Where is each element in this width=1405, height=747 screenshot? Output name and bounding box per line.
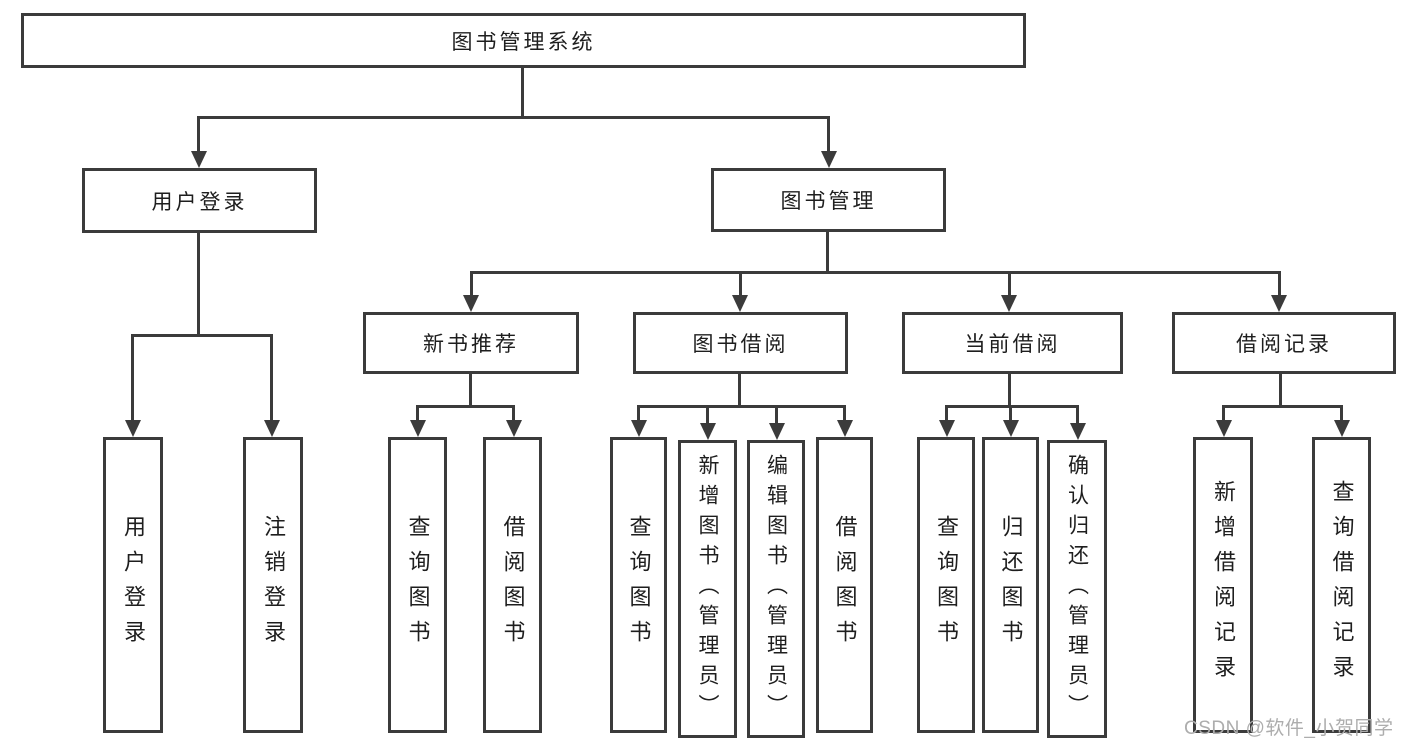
leaf-return-book: 归还图书: [982, 437, 1039, 733]
node-label: 编辑图书（管理员）: [764, 454, 788, 724]
arrow-down-icon: [769, 423, 785, 440]
connector-line: [738, 374, 741, 407]
leaf-borrow-books: 借阅图书: [483, 437, 542, 733]
arrow-down-icon: [700, 423, 716, 440]
leaf-confirm-return-admin: 确认归还（管理员）: [1047, 440, 1107, 738]
connector-line: [775, 405, 778, 425]
arrow-down-icon: [1001, 295, 1017, 312]
connector-line: [1222, 405, 1343, 408]
arrow-down-icon: [1003, 420, 1019, 437]
node-label: 查询图书: [626, 515, 652, 655]
connector-line: [197, 116, 200, 153]
connector-line: [416, 405, 515, 408]
node-label: 图书借阅: [692, 333, 789, 356]
node-label: 新增图书（管理员）: [696, 454, 719, 724]
arrow-down-icon: [125, 420, 141, 437]
arrow-down-icon: [837, 420, 853, 437]
connector-line: [469, 374, 472, 407]
node-new-book-recommend: 新书推荐: [363, 312, 579, 374]
connector-line: [1076, 405, 1079, 425]
arrow-down-icon: [191, 151, 207, 168]
node-label: 查询借阅记录: [1329, 480, 1355, 690]
connector-line: [270, 334, 273, 422]
connector-line: [1009, 405, 1012, 422]
node-label: 新增借阅记录: [1211, 480, 1236, 690]
connector-line: [1278, 271, 1281, 297]
node-user-login: 用户登录: [82, 168, 317, 233]
arrow-down-icon: [463, 295, 479, 312]
node-label: 归还图书: [998, 515, 1024, 655]
leaf-query-borrow-record: 查询借阅记录: [1312, 437, 1371, 733]
connector-line: [512, 405, 515, 422]
arrow-down-icon: [1070, 423, 1086, 440]
node-label: 借阅图书: [832, 515, 858, 655]
connector-line: [1008, 271, 1011, 297]
node-label: 查询图书: [405, 515, 431, 655]
connector-line: [131, 334, 273, 337]
connector-line: [706, 405, 709, 425]
connector-line: [521, 68, 524, 118]
connector-line: [945, 405, 948, 422]
leaf-query-books: 查询图书: [388, 437, 447, 733]
arrow-down-icon: [264, 420, 280, 437]
csdn-watermark: CSDN @软件_小贺同学: [1184, 718, 1394, 739]
node-library-system: 图书管理系统: [21, 13, 1026, 68]
connector-line: [1222, 405, 1225, 422]
arrow-down-icon: [631, 420, 647, 437]
connector-line: [470, 271, 473, 297]
node-book-management: 图书管理: [711, 168, 946, 232]
connector-line: [826, 232, 829, 273]
leaf-add-book-admin: 新增图书（管理员）: [678, 440, 737, 738]
node-current-borrowing: 当前借阅: [902, 312, 1123, 374]
node-label: 注销登录: [261, 515, 286, 655]
connector-line: [1340, 405, 1343, 422]
node-book-borrowing: 图书借阅: [633, 312, 848, 374]
node-label: 图书管理: [780, 190, 877, 213]
node-label: 新书推荐: [423, 333, 519, 356]
arrow-down-icon: [1271, 295, 1287, 312]
connector-line: [843, 405, 846, 422]
arrow-down-icon: [821, 151, 837, 168]
connector-line: [739, 271, 742, 297]
leaf-query-books: 查询图书: [610, 437, 667, 733]
leaf-logout: 注销登录: [243, 437, 303, 733]
node-label: 确认归还（管理员）: [1065, 454, 1089, 724]
arrow-down-icon: [939, 420, 955, 437]
arrow-down-icon: [410, 420, 426, 437]
node-label: 用户登录: [151, 190, 248, 214]
leaf-borrow-books: 借阅图书: [816, 437, 873, 733]
node-label: 借阅记录: [1236, 333, 1332, 356]
leaf-query-books: 查询图书: [917, 437, 975, 733]
node-label: 用户登录: [121, 515, 146, 655]
arrow-down-icon: [506, 420, 522, 437]
connector-line: [637, 405, 640, 422]
leaf-user-login: 用户登录: [103, 437, 163, 733]
connector-line: [637, 405, 846, 408]
connector-line: [1279, 374, 1282, 407]
connector-line: [197, 233, 200, 336]
arrow-down-icon: [1334, 420, 1350, 437]
connector-line: [416, 405, 419, 422]
node-label: 当前借阅: [964, 333, 1061, 356]
arrow-down-icon: [1216, 420, 1232, 437]
connector-line: [131, 334, 134, 422]
node-label: 图书管理系统: [451, 30, 596, 54]
connector-line: [470, 271, 1281, 274]
leaf-add-borrow-record: 新增借阅记录: [1193, 437, 1253, 733]
node-label: 借阅图书: [500, 515, 526, 655]
connector-line: [827, 116, 830, 153]
leaf-edit-book-admin: 编辑图书（管理员）: [747, 440, 805, 738]
node-label: 查询图书: [934, 515, 959, 655]
connector-line: [1008, 374, 1011, 407]
node-borrow-records: 借阅记录: [1172, 312, 1396, 374]
arrow-down-icon: [732, 295, 748, 312]
connector-line: [945, 405, 1079, 408]
connector-line: [197, 116, 830, 119]
